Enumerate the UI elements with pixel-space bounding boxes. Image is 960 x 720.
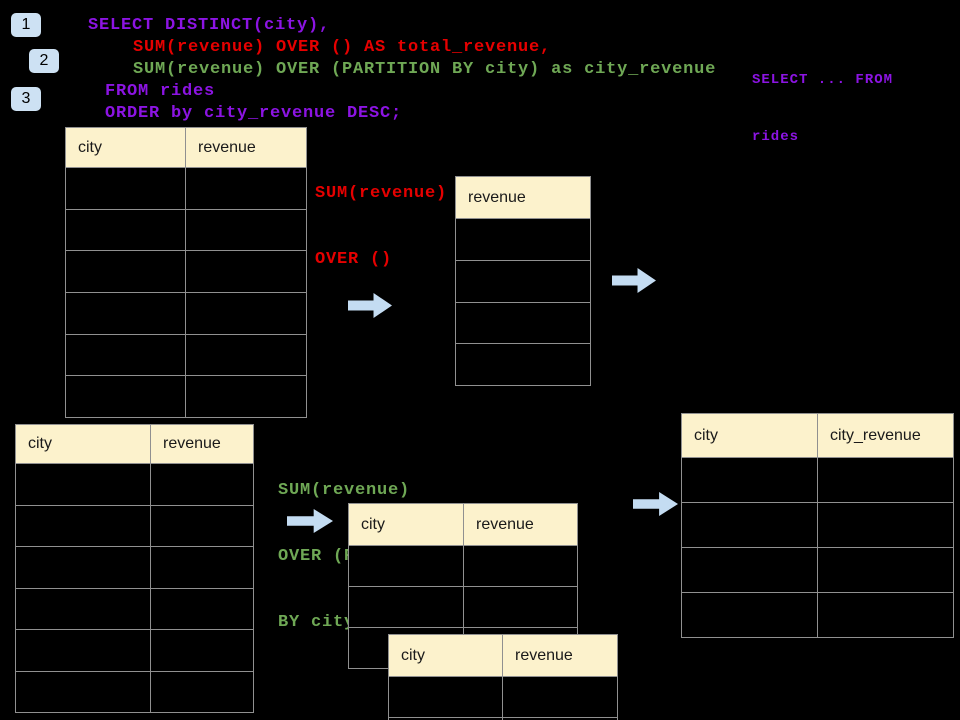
annotation-line: OVER () [315, 250, 393, 269]
table-cell [503, 718, 618, 720]
table-total-result: revenue [455, 176, 591, 387]
side-note-line: SELECT ... FROM [752, 72, 894, 88]
table-cell [349, 587, 464, 628]
sql-line-total: SUM(revenue) OVER () AS total_revenue, [133, 38, 552, 57]
table-cell [456, 344, 591, 387]
table-cell [464, 546, 578, 587]
table-cell [16, 630, 151, 672]
table-cell [16, 588, 151, 630]
column-header: city [16, 425, 151, 464]
table-cell [66, 293, 186, 335]
table-cell [66, 209, 186, 252]
table-cell [66, 334, 186, 377]
column-header: city_revenue [818, 414, 954, 458]
table-cell [186, 334, 307, 377]
table-cell [456, 260, 591, 303]
column-header: revenue [464, 504, 578, 546]
table-cell [16, 671, 151, 713]
table-cell [151, 588, 254, 630]
table-cell [186, 293, 307, 335]
table-cell [66, 376, 186, 419]
sql-line-select: SELECT DISTINCT(city), [88, 16, 331, 35]
table-cell [151, 671, 254, 713]
flow-arrow-icon-2 [612, 268, 656, 293]
table-cell [186, 168, 307, 210]
table-cell [66, 251, 186, 294]
table-cell [349, 546, 464, 587]
flow-arrow-icon-4 [633, 492, 678, 516]
table-cell [186, 251, 307, 294]
column-header: revenue [503, 635, 618, 677]
table-cell [16, 505, 151, 547]
sql-line-from: FROM rides [105, 82, 216, 101]
step-badge-1: 1 [11, 13, 41, 37]
annotation-line: SUM(revenue) [315, 184, 448, 203]
table-cell [682, 458, 818, 503]
table-cell [151, 630, 254, 672]
table-cell [151, 464, 254, 506]
table-cell [456, 219, 591, 261]
table-cell [389, 677, 503, 718]
table-cell [682, 593, 818, 638]
annotation-total-revenue: SUM(revenue) OVER () [315, 139, 447, 315]
table-cell [66, 168, 186, 210]
column-header: revenue [151, 425, 254, 464]
table-cell [16, 547, 151, 589]
table-cell [186, 376, 307, 419]
table-cell [503, 677, 618, 718]
column-header: city [66, 128, 186, 168]
column-header: city [682, 414, 818, 458]
table-cell [389, 718, 503, 720]
table-cell [464, 587, 578, 628]
table-cell [818, 503, 954, 548]
column-header: city [389, 635, 503, 677]
table-cell [818, 458, 954, 503]
table-cell [456, 302, 591, 345]
sql-line-order: ORDER by city_revenue DESC; [105, 104, 403, 123]
column-header: city [349, 504, 464, 546]
table-cell [682, 503, 818, 548]
step-badge-3: 3 [11, 87, 41, 111]
sql-line-partition: SUM(revenue) OVER (PARTITION BY city) as… [133, 60, 717, 79]
table-cell [151, 505, 254, 547]
side-note-line: rides [752, 129, 800, 145]
annotation-line: SUM(revenue) [278, 481, 411, 500]
table-cell [682, 548, 818, 593]
table-cell [151, 547, 254, 589]
table-cell [16, 464, 151, 506]
table-cell [186, 209, 307, 252]
column-header: revenue [456, 177, 591, 219]
table-cell [818, 548, 954, 593]
table-cell [818, 593, 954, 638]
step-badge-2: 2 [29, 49, 59, 73]
side-note: SELECT ... FROM rides [752, 33, 893, 185]
column-header: revenue [186, 128, 307, 168]
